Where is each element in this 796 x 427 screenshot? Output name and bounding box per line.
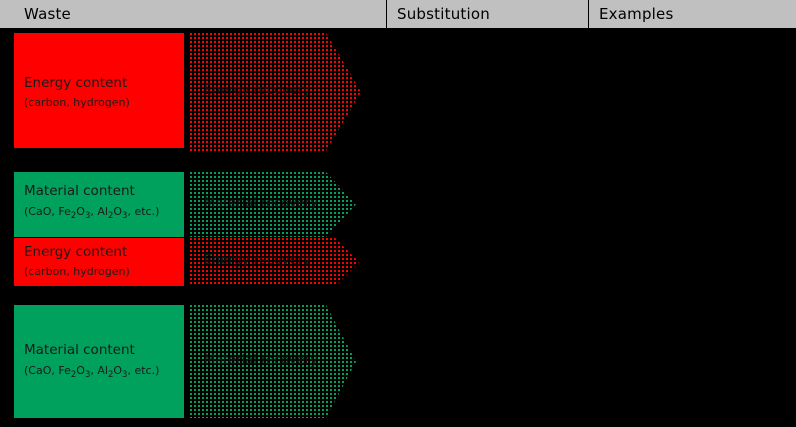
arrow-shape-icon (190, 33, 361, 151)
arrow-energy-recovery: Energy recovery (190, 238, 362, 286)
arrow-material-recovery: Material recovery (190, 305, 358, 418)
waste-block-title: Energy content (24, 244, 128, 260)
cell-examples (588, 172, 796, 292)
arrow-shape-icon (190, 172, 356, 237)
waste-block-material-content: Material content (CaO, Fe2O3, Al2O3, etc… (14, 305, 184, 418)
cell-substitution (386, 30, 588, 180)
arrow-shape-icon (190, 305, 356, 418)
waste-block-subtitle: (carbon, hydrogen) (24, 265, 130, 278)
waste-block-subtitle: (CaO, Fe2O3, Al2O3, etc.) (24, 205, 160, 221)
column-header-waste: Waste (24, 5, 71, 23)
waste-block-material-content: Material content (CaO, Fe2O3, Al2O3, etc… (14, 172, 184, 237)
waste-block-subtitle: (carbon, hydrogen) (24, 96, 130, 109)
arrow-shape-icon (190, 238, 359, 286)
arrow-energy-recovery: Energy recovery (190, 33, 362, 151)
waste-block-title: Material content (24, 183, 135, 199)
waste-block-energy-content: Energy content (carbon, hydrogen) (14, 238, 184, 286)
waste-block-title: Energy content (24, 75, 128, 91)
waste-block-subtitle: (CaO, Fe2O3, Al2O3, etc.) (24, 364, 160, 380)
cell-substitution (386, 172, 588, 292)
arrow-material-recovery: Material recovery (190, 172, 358, 237)
table-body: Energy content (carbon, hydrogen) Energy… (0, 30, 796, 427)
column-header-substitution: Substitution (386, 0, 588, 28)
table-header-row: Waste Substitution Examples (0, 0, 796, 30)
cell-examples (588, 305, 796, 427)
waste-block-energy-content: Energy content (carbon, hydrogen) (14, 33, 184, 148)
column-header-examples: Examples (588, 0, 796, 28)
cell-examples (588, 30, 796, 180)
cell-substitution (386, 305, 588, 427)
waste-block-title: Material content (24, 342, 135, 358)
